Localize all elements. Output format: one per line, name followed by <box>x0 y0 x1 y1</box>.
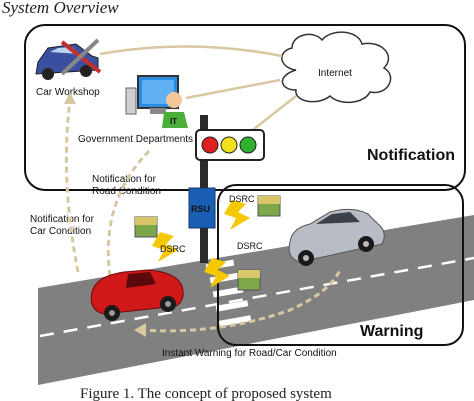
car-notification-line1: Notification for <box>30 214 95 225</box>
figure-heading: System Overview <box>2 0 119 17</box>
lightning-icon-1 <box>152 232 178 262</box>
internet-cloud-icon <box>281 31 392 104</box>
link-workshop-internet <box>99 45 283 58</box>
rsu-box <box>188 187 216 229</box>
government-label: Government Departments <box>78 134 193 145</box>
figure-caption: Figure 1. The concept of proposed system <box>80 386 332 401</box>
rsu-label: RSU <box>191 204 210 214</box>
notification-region <box>24 24 466 191</box>
road-photo-icon-3 <box>237 269 261 291</box>
lightning-icon-2 <box>224 200 250 230</box>
dsrc-label-left: DSRC <box>160 244 186 254</box>
flow-car-to-workshop <box>64 99 80 273</box>
notification-label: Notification <box>367 147 455 164</box>
flow-arrowhead-up <box>64 92 76 104</box>
road <box>38 215 474 385</box>
flow-car-to-gov <box>106 148 152 277</box>
link-gov-internet <box>185 78 281 100</box>
car-workshop-icon <box>35 38 102 80</box>
silver-car-icon <box>288 208 385 266</box>
warning-label: Warning <box>360 323 423 340</box>
road-photo-icon-2 <box>257 195 281 217</box>
road-notification-line1: Notification for <box>92 174 157 185</box>
car-workshop-label: Car Workshop <box>36 87 100 98</box>
red-car-icon <box>90 269 184 321</box>
flow-arrowhead-left <box>134 323 146 337</box>
internet-label: Internet <box>318 68 352 79</box>
road-notification-line2: Road Condition <box>92 186 161 197</box>
road-photo-icon-1 <box>134 216 158 238</box>
it-badge: IT <box>170 117 177 126</box>
government-computer-icon <box>125 75 188 128</box>
instant-warning-label: Instant Warning for Road/Car Condition <box>162 348 337 359</box>
flow-warning-loop <box>139 269 342 333</box>
dsrc-label-mid: DSRC <box>237 241 263 251</box>
dsrc-label-top: DSRC <box>229 194 255 204</box>
car-notification-line2: Car Condition <box>30 226 91 237</box>
lightning-icon-3 <box>204 258 230 288</box>
